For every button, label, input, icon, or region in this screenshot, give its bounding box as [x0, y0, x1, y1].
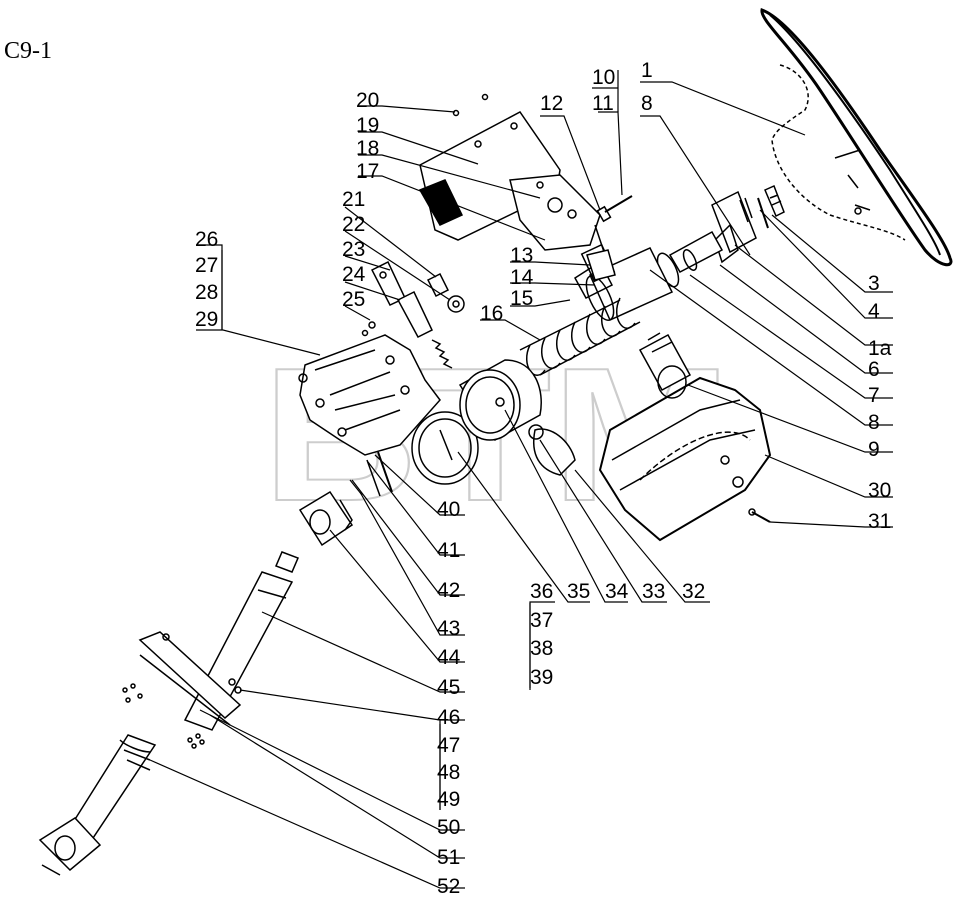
callout-23: 23 [342, 238, 365, 261]
steering-wheel [760, 7, 953, 267]
callout-40: 40 [437, 498, 460, 521]
cover-housing [598, 376, 772, 542]
callout-39: 39 [530, 666, 553, 689]
lever-pin [370, 260, 433, 338]
ring-36 [411, 411, 479, 485]
callout-47: 47 [437, 734, 460, 757]
callout-11: 11 [592, 92, 614, 115]
callout-35: 35 [567, 580, 590, 603]
callout-16: 16 [480, 302, 503, 325]
switch-13 [586, 249, 616, 281]
callout-6: 6 [868, 358, 880, 381]
column-bracket [298, 334, 441, 456]
lower-shaft [60, 734, 157, 851]
callout-48: 48 [437, 761, 460, 784]
callout-7: 7 [868, 384, 880, 407]
callout-3: 3 [868, 272, 880, 295]
screw-25 [368, 321, 376, 329]
callout-group-brackets [221, 70, 619, 810]
callout-20: 20 [356, 89, 379, 112]
callout-46: 46 [437, 706, 460, 729]
callout-37: 37 [530, 609, 553, 632]
callout-8-top: 8 [641, 92, 653, 115]
callout-1: 1 [641, 59, 653, 82]
parts-drawing [38, 7, 953, 876]
bolt-head-12 [596, 205, 612, 223]
callout-14: 14 [510, 266, 534, 289]
callout-34: 34 [605, 580, 629, 603]
callout-32: 32 [682, 580, 705, 603]
callout-15: 15 [510, 287, 533, 310]
callout-8: 8 [868, 411, 880, 434]
callout-18: 18 [356, 137, 379, 160]
callout-4: 4 [868, 300, 880, 323]
u-joint-lower [38, 817, 102, 876]
callout-27: 27 [195, 254, 218, 277]
callout-19: 19 [356, 114, 379, 137]
callout-45: 45 [437, 676, 460, 699]
callout-1a: 1a [868, 337, 892, 360]
ignition-switch [638, 332, 692, 399]
nut-washer [426, 272, 465, 313]
bolt-10 [604, 195, 633, 213]
diagram-code: C9-1 [4, 38, 52, 64]
callout-30: 30 [868, 479, 891, 502]
callout-42: 42 [437, 579, 460, 602]
callout-44: 44 [437, 646, 461, 669]
lock-housing [458, 359, 576, 476]
callout-33: 33 [642, 580, 665, 603]
callout-labels: 1 1a 3 4 6 7 8 8 9 10 11 12 13 14 15 16 … [195, 59, 892, 898]
lever-12 [594, 224, 606, 256]
callout-28: 28 [195, 281, 218, 304]
wheel-nut [764, 184, 785, 218]
callout-38: 38 [530, 637, 553, 660]
callout-36: 36 [530, 580, 553, 603]
mounting-plate [418, 93, 601, 251]
callout-41: 41 [437, 539, 460, 562]
callout-21: 21 [342, 188, 365, 211]
flange-plate [122, 631, 242, 749]
callout-31: 31 [868, 510, 891, 533]
u-joint-upper [298, 490, 354, 547]
callout-25: 25 [342, 288, 365, 311]
pin-40 [377, 451, 393, 493]
callout-50: 50 [437, 816, 460, 839]
callout-51: 51 [437, 846, 460, 869]
callout-29: 29 [195, 308, 218, 331]
callout-10: 10 [592, 66, 615, 89]
callout-9: 9 [868, 438, 880, 461]
callout-26: 26 [195, 228, 218, 251]
callout-17: 17 [356, 160, 379, 183]
callout-12: 12 [540, 92, 563, 115]
callout-43: 43 [437, 617, 460, 640]
callout-52: 52 [437, 875, 460, 898]
leader-lines [149, 81, 893, 889]
callout-22: 22 [342, 213, 365, 236]
spring-25 [431, 339, 453, 369]
callout-24: 24 [342, 263, 366, 286]
callout-49: 49 [437, 788, 460, 811]
pin-41 [366, 459, 381, 497]
callout-13: 13 [510, 244, 533, 267]
